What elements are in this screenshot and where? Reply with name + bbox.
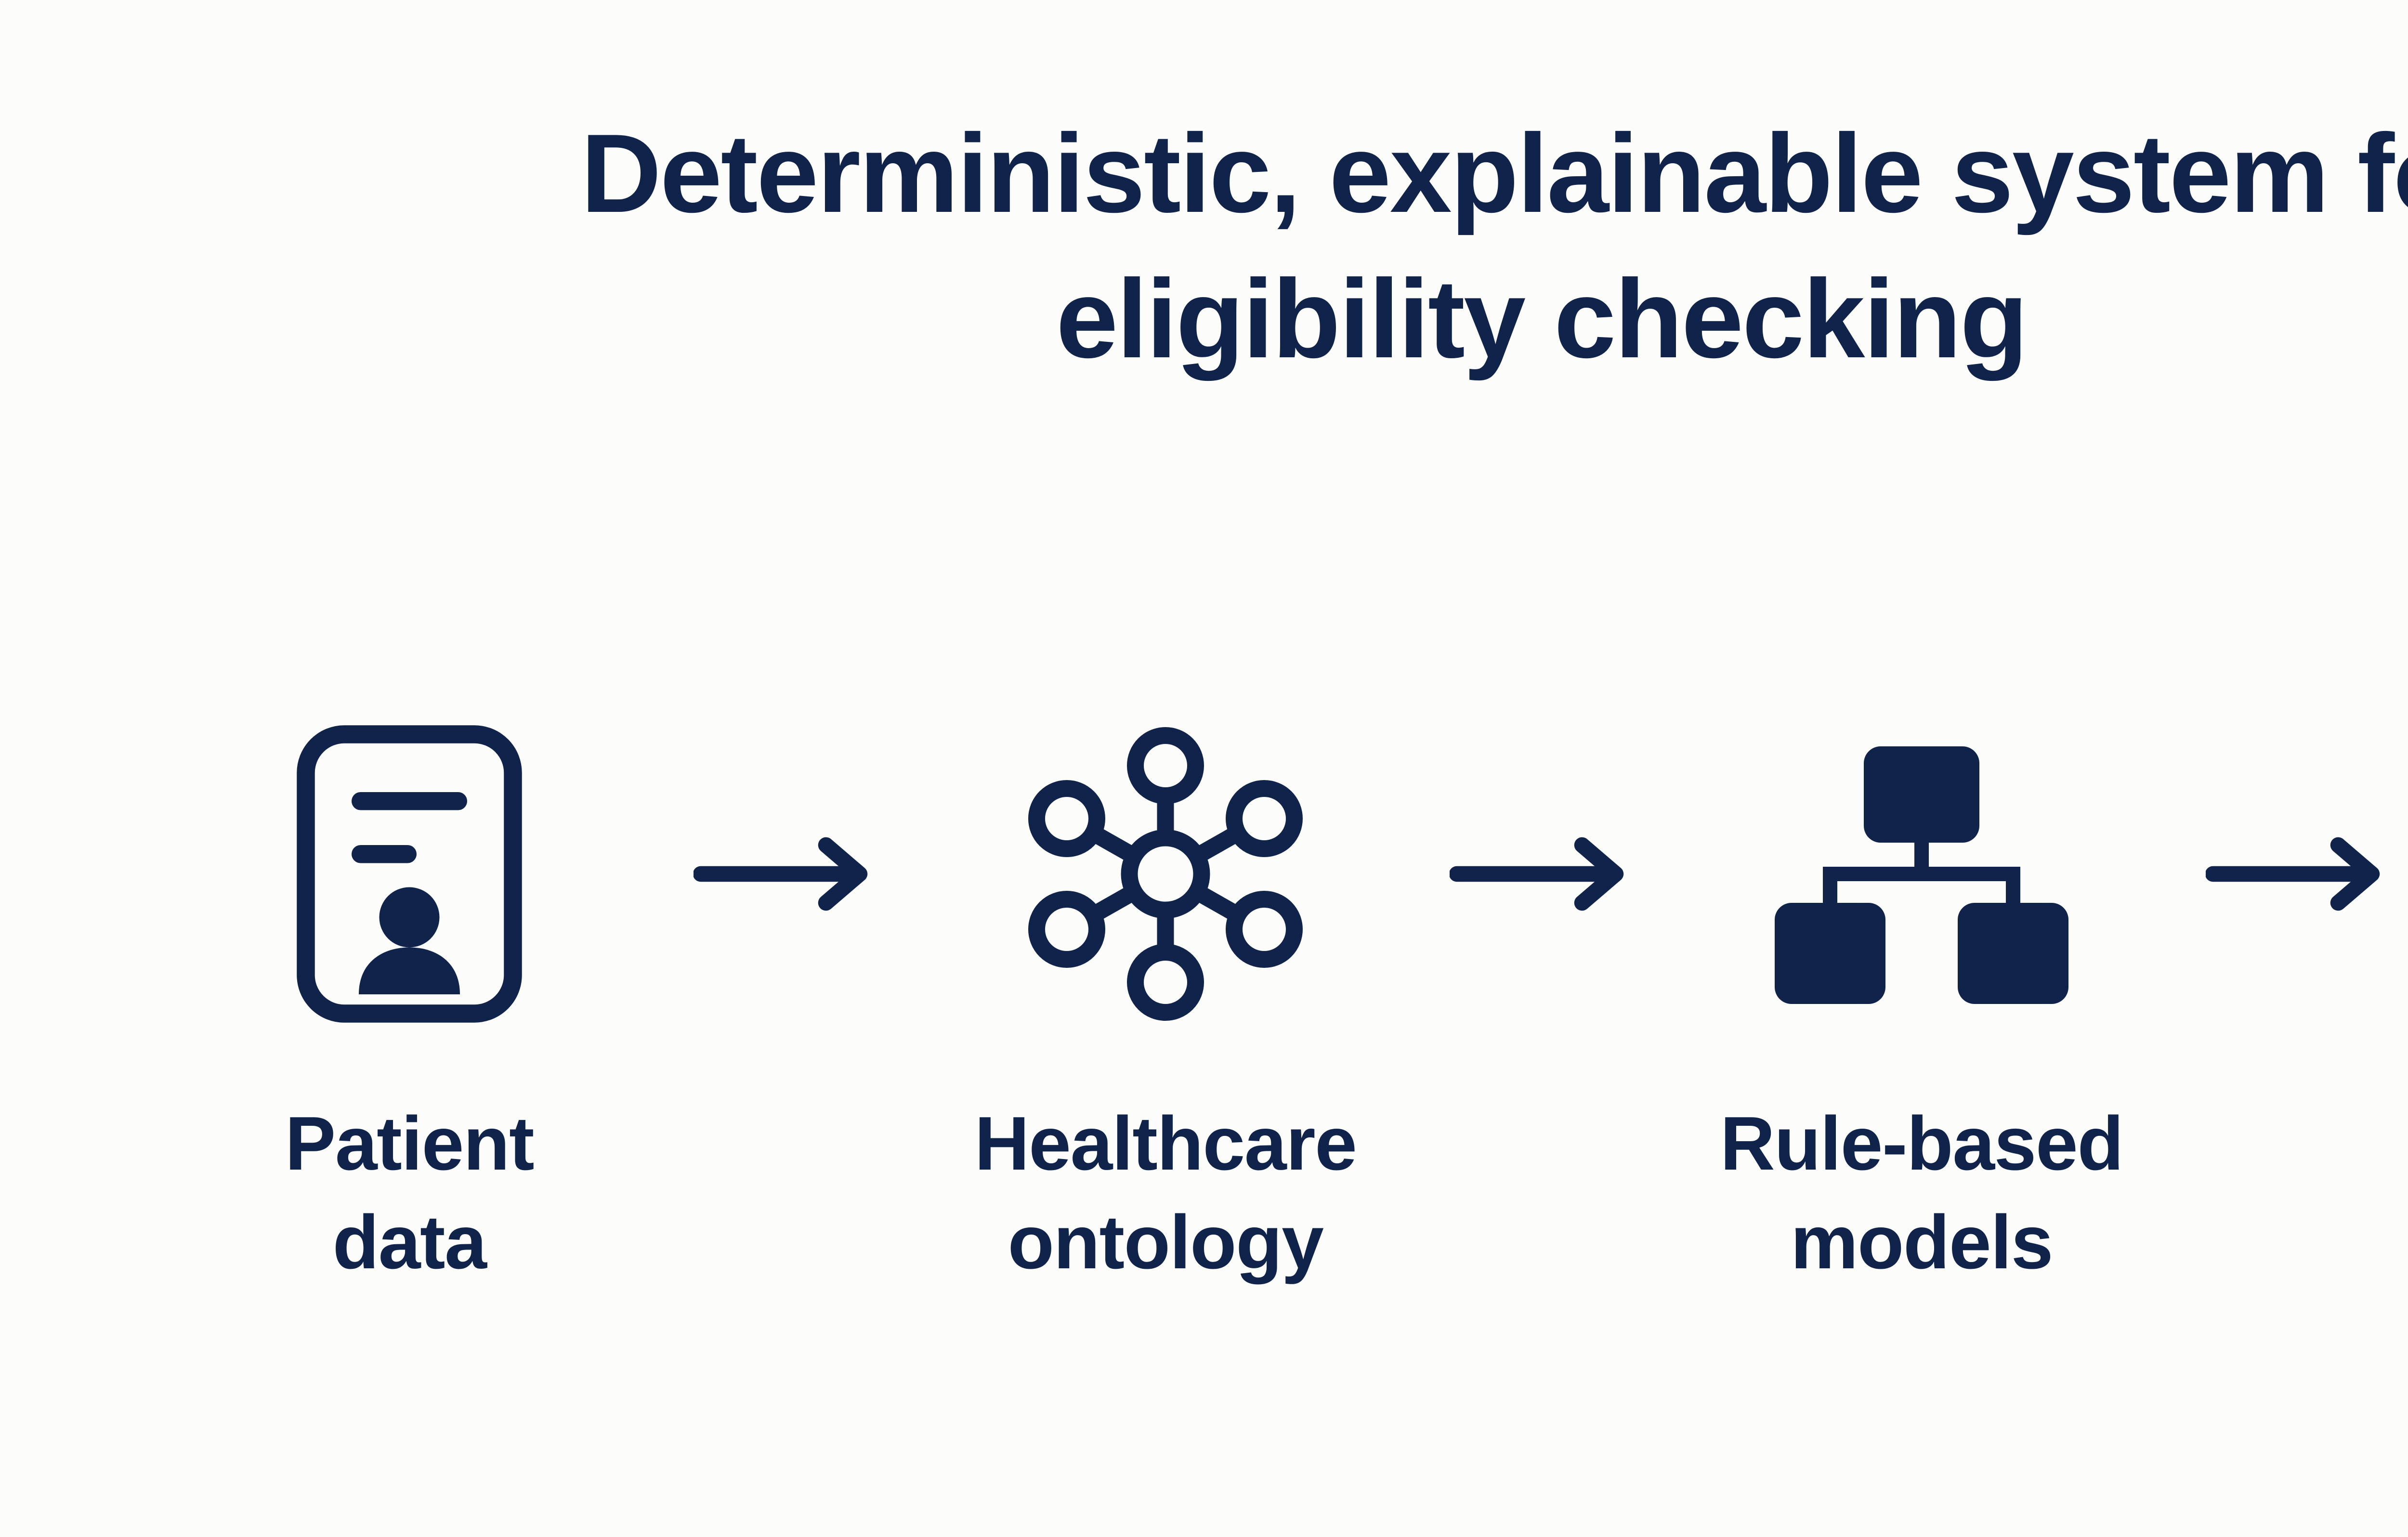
pipeline-stage-rule-based-models: Rule-based models [1676, 681, 2167, 1292]
patient-card-icon [164, 681, 655, 1067]
pipeline-stage-patient-data: Patient data [164, 681, 655, 1292]
arrow-right-icon [2196, 681, 2403, 1067]
pipeline-stage-label: Healthcare ontology [974, 1101, 1357, 1285]
ontology-network-icon [920, 681, 1411, 1067]
arrow-right-icon [684, 681, 891, 1067]
page-title-line-2: eligibility checking [1056, 256, 2028, 381]
page-title-line-1: Deterministic, explainable system for [580, 111, 2408, 236]
pipeline-stage-label: Rule-based models [1720, 1101, 2124, 1285]
pipeline-stage-label: Patient data [285, 1101, 535, 1285]
hierarchy-chart-icon [1676, 681, 2167, 1067]
pipeline-stage-healthcare-ontology: Healthcare ontology [920, 681, 1411, 1292]
pipeline-row: Patient data [164, 681, 2408, 1355]
page-title: Deterministic, explainable system for el… [0, 101, 2408, 391]
arrow-right-icon [1440, 681, 1647, 1067]
